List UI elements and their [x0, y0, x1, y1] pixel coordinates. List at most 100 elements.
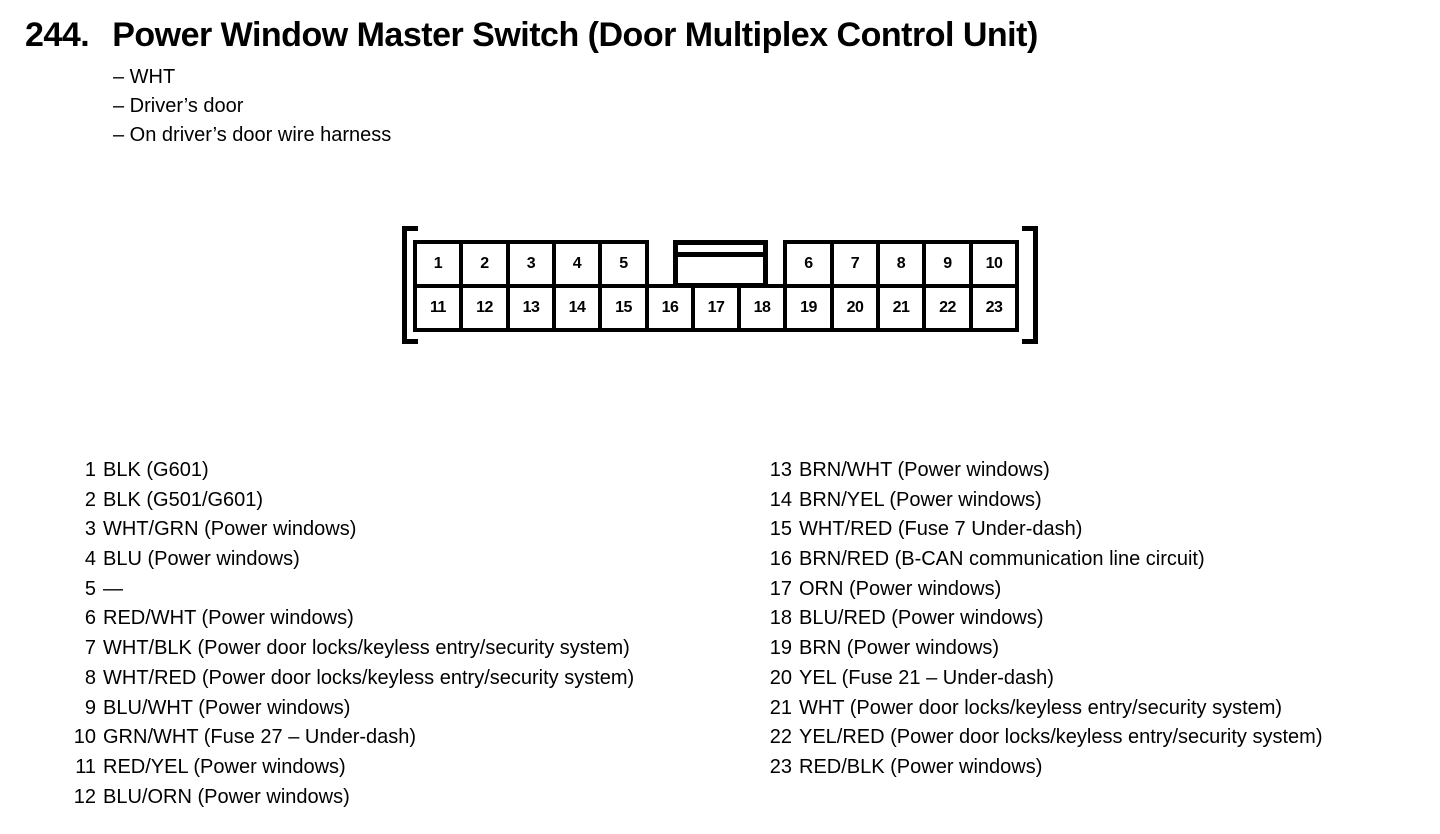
pin-number: 22: [769, 726, 792, 749]
pin-wire-label: —: [103, 577, 123, 600]
pin-number: 21: [769, 696, 792, 719]
pin-cell-2: 2: [459, 240, 510, 288]
pin-number: 11: [75, 755, 96, 778]
pin-number: 9: [84, 696, 96, 719]
pin-wire-label: BLU/RED (Power windows): [799, 607, 1044, 630]
pin-number: 7: [84, 637, 96, 660]
pin-wire-label: WHT/GRN (Power windows): [103, 518, 357, 541]
pin-cell-23: 23: [969, 284, 1019, 332]
pinout-row-3: 3 WHT/GRN (Power windows): [62, 518, 634, 548]
pinout-row-5: 5—: [62, 578, 634, 608]
pin-number: 12: [73, 785, 96, 808]
pinout-row-17: 17 ORN (Power windows): [758, 578, 1323, 608]
pin-number: 3: [84, 518, 96, 541]
pinout-row-6: 6 RED/WHT (Power windows): [62, 607, 634, 637]
pin-cell-1: 1: [413, 240, 463, 288]
page-header: 244. Power Window Master Switch (Door Mu…: [25, 16, 1038, 55]
pin-number: 10: [73, 726, 96, 749]
pinout-row-14: 14 BRN/YEL (Power windows): [758, 489, 1323, 519]
pin-cell-16: 16: [645, 284, 695, 332]
pin-wire-label: YEL (Fuse 21 – Under-dash): [799, 666, 1054, 689]
pin-number: 4: [84, 548, 96, 571]
connector-left-tab: [402, 226, 418, 344]
pin-cell-22: 22: [922, 284, 973, 332]
pin-wire-label: BRN/WHT (Power windows): [799, 459, 1050, 481]
pin-cell-6: 6: [783, 240, 834, 288]
pinout-row-9: 9 BLU/WHT (Power windows): [62, 697, 634, 727]
pin-cell-14: 14: [552, 284, 602, 332]
pinout-row-16: 16 BRN/RED (B-CAN communication line circ…: [758, 548, 1323, 578]
pinout-row-13: 13 BRN/WHT (Power windows): [758, 459, 1323, 489]
pin-wire-label: BLK (G501/G601): [103, 488, 264, 511]
pin-wire-label: WHT (Power door locks/keyless entry/secu…: [799, 696, 1283, 719]
pin-wire-label: WHT/RED (Fuse 7 Under-dash): [799, 518, 1083, 541]
pin-number: 19: [769, 637, 792, 660]
pin-wire-label: WHT/RED (Power door locks/keyless entry/…: [103, 666, 635, 689]
pin-wire-label: BLU (Power windows): [103, 548, 300, 571]
pin-number: 13: [769, 459, 792, 481]
pin-wire-label: YEL/RED (Power door locks/keyless entry/…: [799, 726, 1323, 749]
pin-cell-4: 4: [552, 240, 602, 288]
pin-number: 5: [84, 577, 96, 600]
pin-wire-label: BRN (Power windows): [799, 637, 1000, 660]
pin-number: 14: [769, 488, 792, 511]
pinout-row-10: 10 GRN/WHT (Fuse 27 – Under-dash): [62, 726, 634, 756]
pin-wire-label: ORN (Power windows): [799, 577, 1002, 600]
connector-keyway: [673, 240, 768, 288]
pinout-row-4: 4 BLU (Power windows): [62, 548, 634, 578]
pin-number: 1: [84, 459, 96, 481]
pin-number: 2: [84, 488, 96, 511]
pinout-row-20: 20 YEL (Fuse 21 – Under-dash): [758, 667, 1323, 697]
pin-number: 17: [769, 577, 792, 600]
note-item: – On driver’s door wire harness: [113, 124, 392, 146]
pinout-row-2: 2 BLK (G501/G601): [62, 489, 634, 519]
pinout-row-21: 21 WHT (Power door locks/keyless entry/se…: [758, 697, 1323, 727]
pinout-row-22: 22 YEL/RED (Power door locks/keyless entr…: [758, 726, 1323, 756]
pin-number: 23: [769, 755, 792, 778]
pin-wire-label: BRN/YEL (Power windows): [799, 488, 1042, 511]
pin-cell-7: 7: [830, 240, 880, 288]
pin-number: 6: [84, 607, 96, 630]
pinout-right-column: 13 BRN/WHT (Power windows) 14 BRN/YEL (Powe…: [758, 459, 1323, 786]
pin-cell-13: 13: [506, 284, 556, 332]
connector-notes: – WHT – Driver’s door – On driver’s door w…: [113, 63, 391, 150]
pinout-row-19: 19 BRN (Power windows): [758, 637, 1323, 667]
pin-cell-12: 12: [459, 284, 510, 332]
page-title: Power Window Master Switch (Door Multipl…: [112, 16, 1038, 54]
pin-number: 20: [769, 666, 792, 689]
connector-right-tab: [1022, 226, 1038, 344]
pin-wire-label: BLU/WHT (Power windows): [103, 696, 351, 719]
pinout-row-23: 23 RED/BLK (Power windows): [758, 756, 1323, 786]
pin-cell-3: 3: [506, 240, 556, 288]
pinout-row-11: 11 RED/YEL (Power windows): [62, 756, 634, 786]
connector-keyway-band: [678, 252, 763, 257]
pin-number: 15: [769, 518, 792, 541]
pin-wire-label: RED/WHT (Power windows): [103, 607, 354, 630]
pinout-row-8: 8 WHT/RED (Power door locks/keyless entry…: [62, 667, 634, 697]
pinout-row-15: 15 WHT/RED (Fuse 7 Under-dash): [758, 518, 1323, 548]
pin-cell-20: 20: [830, 284, 880, 332]
pin-wire-label: GRN/WHT (Fuse 27 – Under-dash): [103, 726, 417, 749]
note-item: – WHT: [113, 66, 176, 88]
pin-cell-10: 10: [969, 240, 1019, 288]
pin-number: 16: [769, 548, 792, 571]
pin-cell-8: 8: [876, 240, 926, 288]
pin-cell-9: 9: [922, 240, 973, 288]
pin-wire-label: BLU/ORN (Power windows): [103, 785, 350, 808]
pin-cell-5: 5: [598, 240, 649, 288]
pin-number: 8: [84, 666, 96, 689]
pin-wire-label: RED/BLK (Power windows): [799, 755, 1043, 778]
pin-wire-label: RED/YEL (Power windows): [103, 755, 346, 778]
pin-wire-label: BRN/RED (B-CAN communication line circui…: [799, 548, 1205, 571]
pin-cell-19: 19: [783, 284, 834, 332]
item-number: 244.: [25, 16, 90, 54]
pin-cell-15: 15: [598, 284, 649, 332]
note-item: – Driver’s door: [113, 95, 244, 117]
pin-cell-11: 11: [413, 284, 463, 332]
